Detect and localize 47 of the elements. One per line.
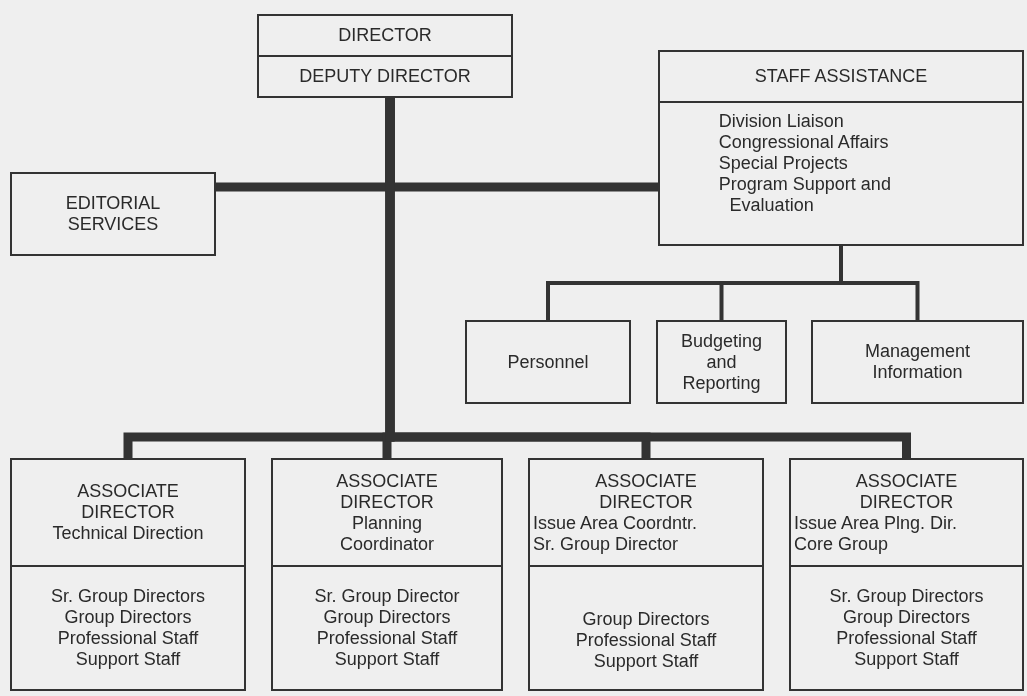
unit-title: Personnel: [507, 351, 589, 373]
unit-subtitle: Technical Direction: [52, 523, 204, 544]
staff-item: Professional Staff: [575, 630, 717, 651]
unit-title: ASSOCIATE DIRECTOR: [854, 470, 959, 513]
staff-item: Program Support and Evaluation: [717, 174, 892, 216]
unit-title: ASSOCIATE DIRECTOR: [594, 470, 698, 513]
unit-title: Budgeting and Reporting: [679, 330, 764, 394]
staff-item: Congressional Affairs: [717, 132, 890, 153]
staff-item: Sr. Group Directors: [829, 586, 984, 607]
org-unit-box: [528, 458, 764, 691]
org-unit-box: [257, 14, 513, 98]
staff-item: Group Directors: [323, 607, 451, 628]
staff-item: Special Projects: [717, 153, 849, 174]
unit-subtitle: Issue Area Coordntr.: [532, 512, 698, 534]
staff-item: Professional Staff: [836, 628, 977, 649]
unit-title: ASSOCIATE DIRECTOR: [335, 470, 439, 513]
unit-title: DIRECTOR: [338, 25, 432, 46]
staff-item: Division Liaison: [717, 111, 845, 132]
org-unit-box: [658, 50, 1024, 246]
org-unit-box: [10, 172, 216, 256]
unit-title: Management Information: [863, 341, 972, 383]
staff-item: Support Staff: [593, 651, 699, 672]
connector-line: [839, 246, 920, 320]
unit-subtitle: Sr. Group Director: [532, 533, 679, 555]
org-unit-box: [465, 320, 631, 404]
unit-subtitle: Issue Area Plng. Dir.: [793, 512, 958, 534]
org-unit-box: [271, 458, 503, 691]
staff-item: Professional Staff: [57, 628, 199, 649]
staff-item: Group Directors: [842, 607, 970, 628]
staff-item: Group Directors: [64, 607, 192, 628]
staff-item: Support Staff: [854, 649, 959, 670]
staff-item: Sr. Group Director: [314, 586, 460, 607]
staff-item: Sr. Group Directors: [50, 586, 205, 607]
org-unit-box: [10, 458, 246, 691]
org-unit-box: [656, 320, 787, 404]
unit-subtitle: Planning Coordinator: [338, 512, 436, 555]
staff-item: Professional Staff: [316, 628, 458, 649]
unit-title: ASSOCIATE DIRECTOR: [76, 481, 180, 523]
unit-title: STAFF ASSISTANCE: [754, 66, 928, 87]
staff-item: Support Staff: [334, 649, 440, 670]
unit-subtitle: Core Group: [793, 533, 889, 555]
staff-item: Support Staff: [75, 649, 181, 670]
org-unit-box: [789, 458, 1024, 691]
org-unit-box: [811, 320, 1024, 404]
unit-title: EDITORIAL SERVICES: [64, 193, 162, 235]
unit-title: DEPUTY DIRECTOR: [299, 66, 471, 87]
staff-item: Group Directors: [582, 609, 710, 630]
